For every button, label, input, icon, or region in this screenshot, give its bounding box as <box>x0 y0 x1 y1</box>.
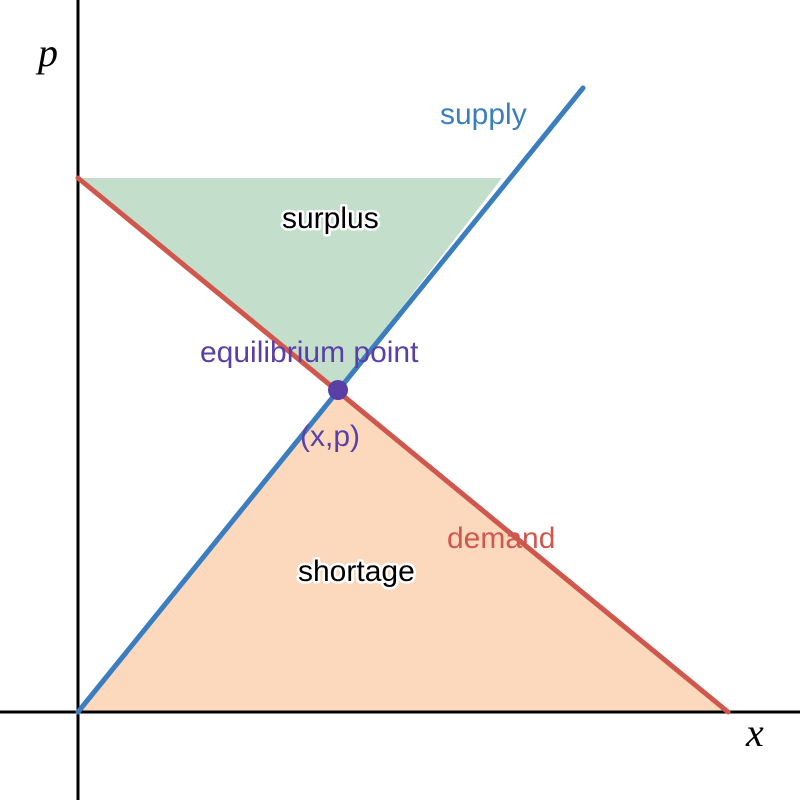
equilibrium-coords-label: (x,p) <box>300 420 360 453</box>
supply-curve <box>75 85 586 715</box>
equilibrium-label: equilibrium point <box>200 336 419 369</box>
surplus-label: surplus <box>282 202 379 235</box>
supply-label: supply <box>440 98 527 131</box>
demand-curve <box>75 175 731 715</box>
x-axis-label: x <box>745 710 764 755</box>
demand-label: demand <box>447 522 555 555</box>
y-axis-label: p <box>35 30 58 75</box>
surplus-region <box>78 178 502 390</box>
shortage-label: shortage <box>298 555 415 588</box>
shortage-region <box>78 390 728 712</box>
equilibrium-point-marker <box>328 380 348 400</box>
